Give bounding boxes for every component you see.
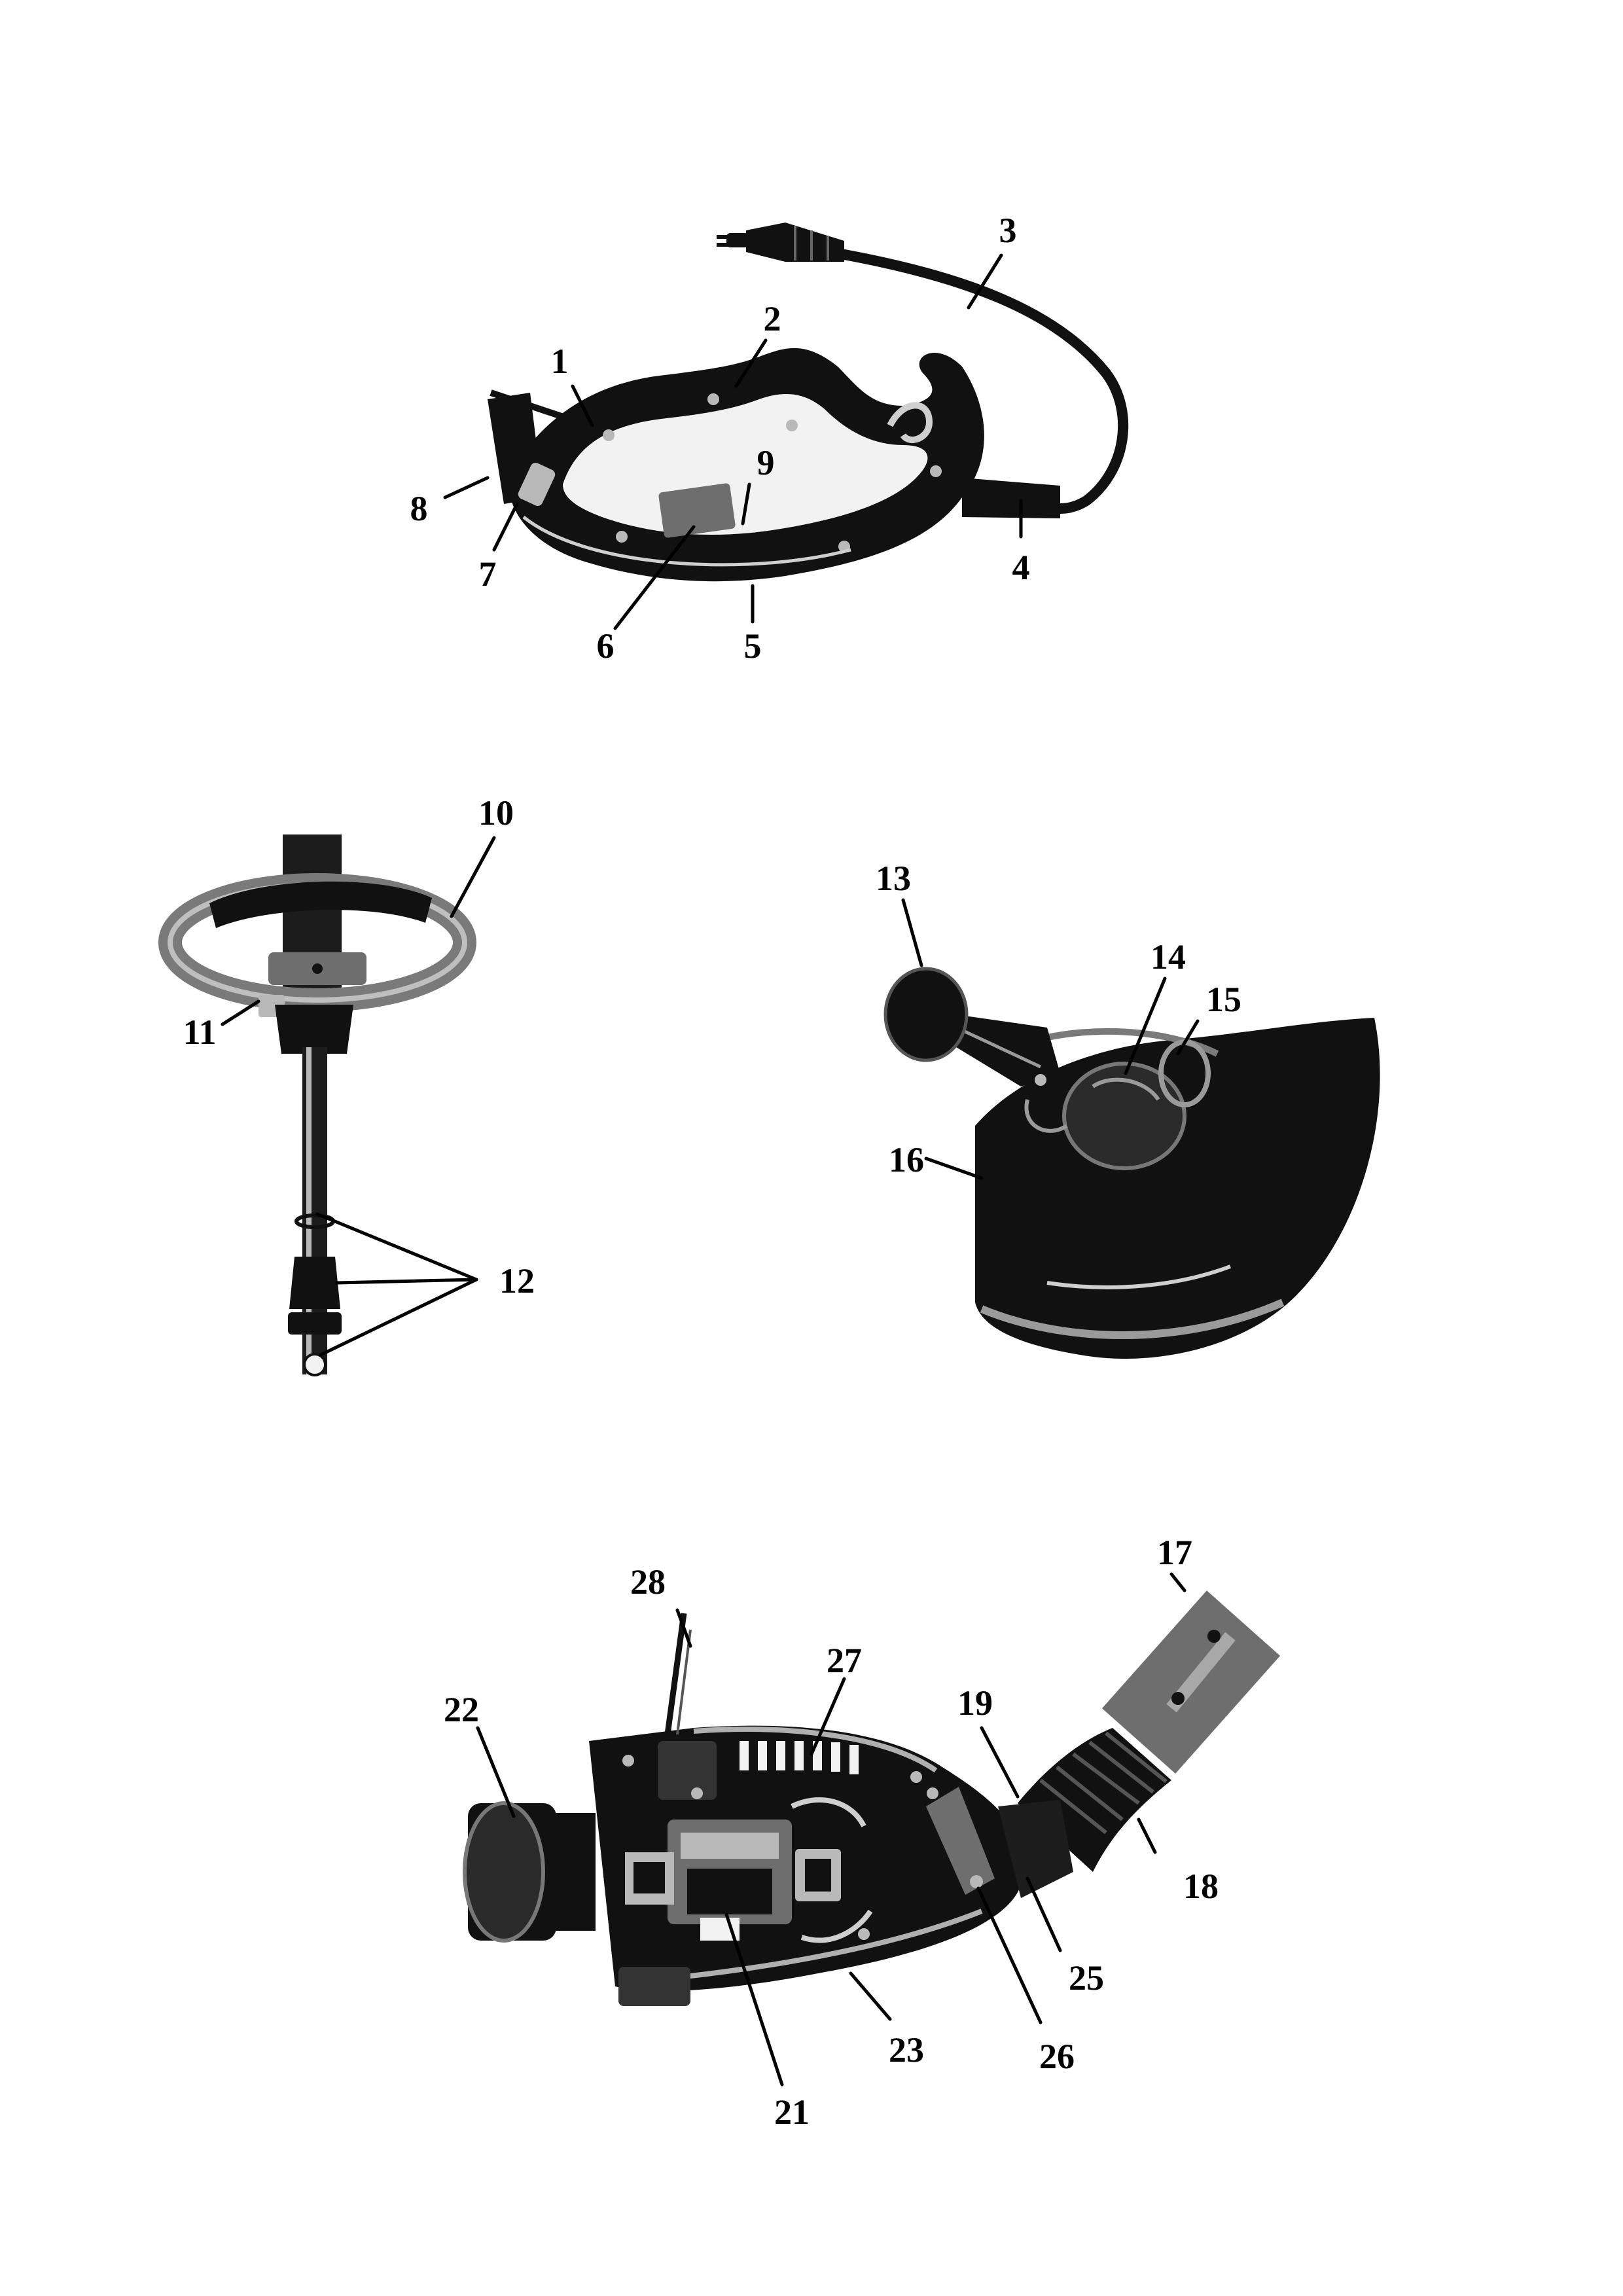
callout-23: 23 (889, 2030, 924, 2070)
handle-assembly-figure (488, 223, 1129, 582)
loop-handle-figure (158, 834, 476, 1376)
foam-pad-bottom (618, 1967, 690, 2006)
spacer-wheel (885, 969, 967, 1060)
power-cord (836, 249, 1129, 514)
foam-pad-top (658, 1741, 717, 1800)
callout-2: 2 (764, 299, 781, 338)
callout-26: 26 (1039, 2037, 1075, 2076)
callout-17: 17 (1157, 1533, 1192, 1572)
callout-7: 7 (479, 554, 497, 594)
callout-1: 1 (551, 342, 569, 381)
callout-27: 27 (827, 1641, 862, 1680)
callout-21: 21 (774, 2092, 810, 2132)
callout-13: 13 (876, 859, 911, 898)
motor-housing-figure (463, 1590, 1281, 2006)
power-plug (717, 223, 844, 262)
callout-22: 22 (444, 1690, 479, 1729)
loop-handle-grip (209, 881, 432, 928)
tube-clamp-plate (926, 1787, 995, 1895)
callout-8: 8 (410, 489, 428, 528)
handle-switch (658, 483, 736, 538)
callout-11: 11 (183, 1013, 216, 1052)
guard-hub (1062, 1062, 1186, 1170)
callout-18: 18 (1183, 1867, 1219, 1906)
cable-sleeve (518, 462, 556, 507)
handle-cutout (563, 394, 928, 535)
callout-labels: 1 2 3 4 5 6 7 8 9 10 11 12 13 14 15 16 1… (183, 211, 1241, 2132)
cord-strain-relief (962, 478, 1060, 518)
callout-5: 5 (744, 626, 762, 666)
callout-4: 4 (1012, 548, 1030, 587)
callout-15: 15 (1206, 980, 1241, 1019)
callout-9: 9 (757, 443, 775, 482)
callout-3: 3 (999, 211, 1017, 250)
callout-14: 14 (1150, 937, 1186, 977)
guard-figure (883, 967, 1380, 1359)
callout-25: 25 (1069, 1958, 1104, 1998)
tube-coupling (998, 1800, 1073, 1898)
handle-hook (887, 402, 933, 444)
internal-cable (664, 1613, 687, 1735)
front-bearing-cap (463, 1801, 596, 1943)
shaft-locking-knob (289, 1257, 340, 1309)
callout-28: 28 (630, 1562, 666, 1602)
callout-6: 6 (597, 626, 615, 666)
callout-16: 16 (889, 1140, 924, 1179)
callout-19: 19 (957, 1683, 993, 1723)
leader-lines (221, 253, 1200, 2087)
callout-10: 10 (478, 793, 514, 833)
callout-12: 12 (499, 1261, 535, 1300)
